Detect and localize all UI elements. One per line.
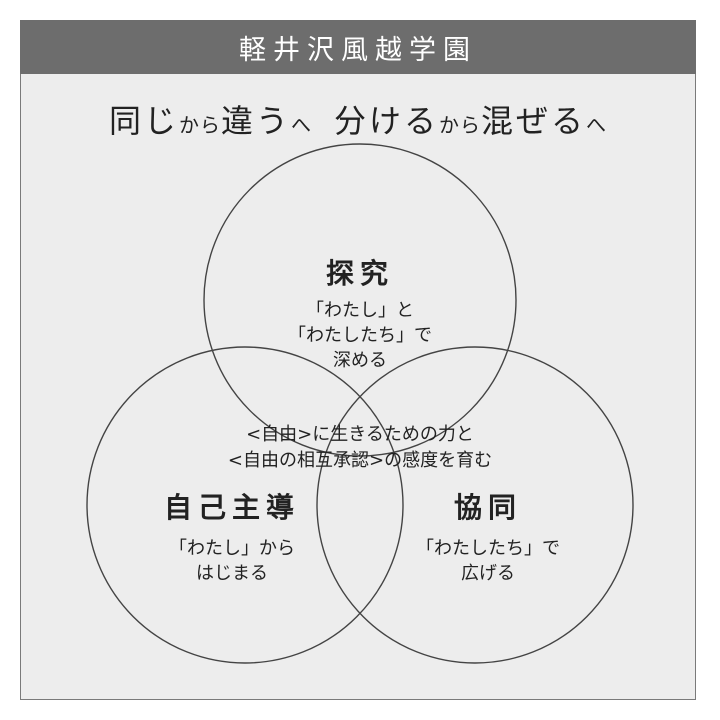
circle-top-description: 「わたし」と 「わたしたち」で 深める — [288, 298, 432, 373]
circle-left-desc-line2: はじまる — [196, 563, 268, 584]
venn-circle-top — [203, 143, 517, 457]
diagram-frame — [20, 20, 696, 700]
headline-part3: 分ける — [334, 102, 440, 140]
venn-circle-right — [316, 346, 634, 664]
circle-left-desc-line1: 「わたし」から — [169, 538, 295, 559]
circle-left-description: 「わたし」から はじまる — [169, 536, 295, 586]
venn-circle-left — [86, 346, 404, 664]
circle-top-desc-line2: 「わたしたち」で — [288, 325, 432, 346]
center-line2: <自由の相互承認>の感度を育む — [227, 450, 493, 471]
headline-part1-small: から — [178, 113, 221, 137]
circle-right-description: 「わたしたち」で 広げる — [416, 536, 560, 586]
school-name: 軽井沢風越学園 — [239, 34, 477, 66]
headline-part2-small: へ — [291, 113, 312, 137]
headline-part1: 同じ — [108, 102, 179, 140]
circle-right-desc-line1: 「わたしたち」で — [416, 538, 560, 559]
center-text: <自由>に生きるための力と <自由の相互承認>の感度を育む — [228, 422, 492, 474]
circle-left-title: 自己主導 — [163, 491, 301, 524]
circle-right-title: 協同 — [453, 491, 523, 524]
headline-part3-small: から — [439, 113, 482, 137]
circle-top-desc-line3: 深める — [333, 350, 387, 371]
headline-part2: 違う — [220, 102, 291, 140]
circle-right-desc-line2: 広げる — [461, 563, 515, 584]
circle-top-title: 探究 — [325, 257, 395, 290]
headline-part4-small: へ — [586, 113, 608, 137]
circle-top-desc-line1: 「わたし」と — [306, 300, 414, 321]
center-line1: <自由>に生きるための力と — [246, 424, 474, 445]
headline-part4: 混ぜる — [481, 102, 587, 140]
title-bar: 軽井沢風越学園 — [20, 20, 696, 74]
headline: 同じから違うへ分けるから混ぜるへ — [20, 96, 696, 142]
